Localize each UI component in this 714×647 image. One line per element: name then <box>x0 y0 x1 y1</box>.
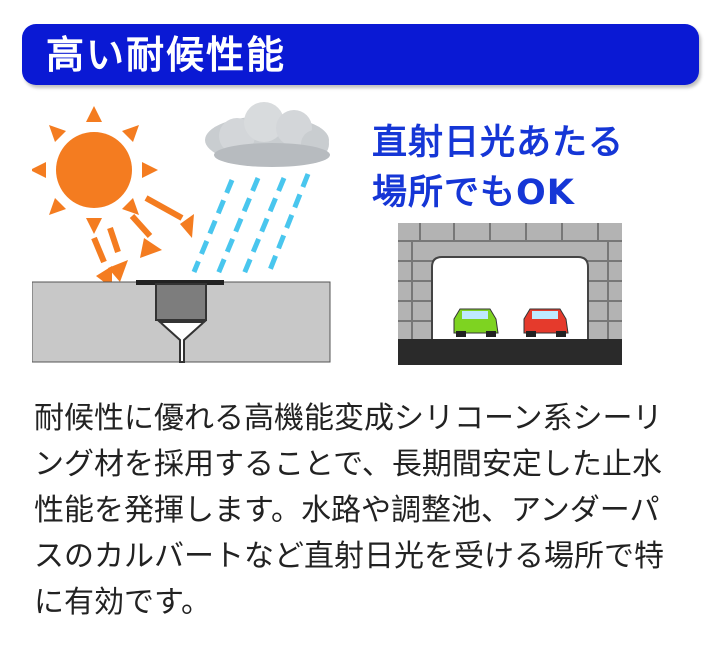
headline: 直射日光あたる 場所でもOK <box>372 118 624 218</box>
rain-icon <box>191 173 311 275</box>
headline-line-1: 直射日光あたる <box>372 123 625 163</box>
description-line: スのカルバートなど直射日光を受ける場所で特 <box>34 539 664 574</box>
description: 耐候性に優れる高機能変成シリコーン系シーリ ング材を採用することで、長期間安定し… <box>34 396 684 626</box>
sun-icon <box>32 106 194 288</box>
weather-illustration <box>32 102 331 363</box>
description-line: 耐候性に優れる高機能変成シリコーン系シーリ <box>34 401 663 436</box>
car-icon <box>453 308 499 337</box>
description-line: ング材を採用することで、長期間安定した止水 <box>34 447 662 482</box>
car-icon <box>523 308 569 337</box>
section-title: 高い耐候性能 <box>46 33 287 77</box>
headline-line-2: 場所でもOK <box>372 173 575 213</box>
tunnel-icon <box>398 223 622 365</box>
section-header: 高い耐候性能 <box>22 24 699 85</box>
cloud-icon <box>205 102 330 167</box>
description-line: に有効です。 <box>34 585 211 620</box>
sealant-joint-icon <box>32 280 331 363</box>
description-line: 性能を発揮します。水路や調整池、アンダーパ <box>34 493 660 528</box>
